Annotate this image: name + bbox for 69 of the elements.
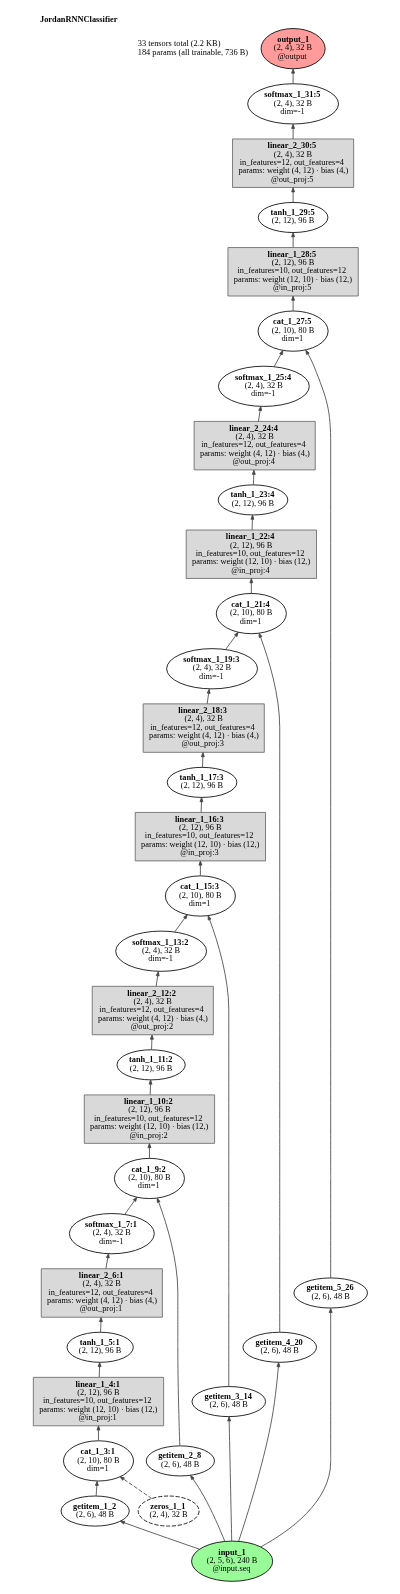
arrow <box>290 187 295 203</box>
node-ellipse: zeros_1_1 (2, 4), 32 B <box>137 1495 199 1527</box>
node-box: linear_1_28:5 (2, 12), 96 B in_features=10, out_features=12 params: weight (12, 10) · bias (12,) @in_proj:5 <box>227 247 359 297</box>
arrow <box>290 232 295 248</box>
arrow <box>149 1034 154 1051</box>
node-ellipse: tanh_1_5:1 (2, 12), 96 B <box>66 1331 134 1363</box>
arrow <box>258 632 280 1333</box>
node-box: linear_1_16:3 (2, 12), 96 B in_features=10, out_features=12 params: weight (12, 10) · bias (12,) @in_proj:3 <box>134 812 266 862</box>
node-ellipse: cat_1_15:3 (2, 10), 80 B dim=1 <box>164 875 236 917</box>
arrow <box>273 350 283 367</box>
arrow <box>237 1362 280 1542</box>
node-box: linear_2_6:1 (2, 4), 32 B in_features=12, out_features=4 params: weight (4, 12) · bias (4,) @out_proj:1 <box>40 1268 163 1318</box>
arrow <box>119 1476 152 1499</box>
arrow <box>198 860 202 877</box>
node-ellipse: tanh_1_17:3 (2, 12), 96 B <box>166 766 237 798</box>
node-ellipse: output_1 (2, 4), 32 B @output <box>260 28 326 70</box>
node-box: linear_2_18:3 (2, 4), 32 B in_features=12, out_features=4 params: weight (4, 12) · bias (4,) @out_proj:3 <box>142 703 265 753</box>
arrow <box>156 1197 180 1446</box>
node-box: linear_2_24:4 (2, 4), 32 B in_features=12, out_features=4 params: weight (4, 12) · bias (4,) @out_proj:4 <box>193 421 316 471</box>
arrow <box>290 295 295 312</box>
arrow <box>199 797 203 813</box>
arrow <box>200 752 205 768</box>
node-ellipse: softmax_1_31:5 (2, 4), 32 B dim=-1 <box>246 83 339 125</box>
arrow <box>226 1416 232 1542</box>
arrow <box>119 1520 200 1550</box>
node-ellipse: getitem_3_14 (2, 6), 48 B <box>191 1386 266 1417</box>
arrow <box>248 578 253 594</box>
arrow <box>250 514 254 531</box>
arrow <box>155 971 160 987</box>
arrow <box>148 1079 152 1096</box>
arrow <box>304 349 331 1279</box>
node-ellipse: softmax_1_7:1 (2, 4), 32 B dim=-1 <box>68 1213 155 1255</box>
arrow <box>94 1480 99 1497</box>
arrow <box>97 1362 101 1378</box>
label: 184 params (all trainable, 736 B) <box>137 48 248 58</box>
node-ellipse: tanh_1_11:2 (2, 12), 96 B <box>116 1049 186 1081</box>
node-box: linear_2_12:2 (2, 4), 32 B in_features=12, out_features=4 params: weight (4, 12) · bias (4,) @out_proj:2 <box>91 985 214 1036</box>
arrow <box>105 1253 110 1270</box>
arrow <box>189 1474 225 1542</box>
node-ellipse: getitem_2_8 (2, 6), 48 B <box>145 1445 215 1477</box>
arrow <box>259 1307 333 1548</box>
node-ellipse: cat_1_9:2 (2, 10), 80 B dim=1 <box>113 1157 185 1199</box>
node-ellipse: input_1 (2, 5, 6), 240 B @input.seq <box>190 1540 273 1582</box>
node-ellipse: softmax_1_13:2 (2, 4), 32 B dim=-1 <box>114 930 207 972</box>
arrow <box>96 1425 100 1441</box>
node-ellipse: tanh_1_23:4 (2, 12), 96 B <box>217 484 288 516</box>
node-ellipse: softmax_1_19:3 (2, 4), 32 B dim=-1 <box>165 648 258 690</box>
node-box: linear_1_4:1 (2, 12), 96 B in_features=10, out_features=12 params: weight (12, 10) · bias (12,) @in_proj:1 <box>32 1376 164 1427</box>
node-ellipse: tanh_1_29:5 (2, 12), 96 B <box>257 202 328 233</box>
node-box: linear_2_30:5 (2, 4), 32 B in_features=12, out_features=4 params: weight (4, 12) · bias (4,) @out_proj:5 <box>231 138 354 188</box>
node-ellipse: softmax_1_25:4 (2, 4), 32 B dim=-1 <box>217 365 310 407</box>
arrow <box>290 68 295 85</box>
node-ellipse: getitem_4_20 (2, 6), 48 B <box>242 1331 317 1363</box>
arrow <box>173 914 188 933</box>
arrow <box>290 123 295 140</box>
arrow <box>257 405 262 422</box>
diagram-title: JordanRNNClassifier <box>39 14 117 24</box>
node-box: linear_1_10:2 (2, 12), 96 B in_features=10, out_features=12 params: weight (12, 10) · bias (12,) @in_proj:2 <box>83 1094 215 1144</box>
arrow <box>251 469 256 486</box>
arrow <box>98 1317 103 1333</box>
arrow <box>207 915 229 1387</box>
label: 33 tensors total (2.2 KB) <box>137 39 220 49</box>
node-ellipse: cat_1_27:5 (2, 10), 80 B dim=1 <box>257 310 329 352</box>
arrow <box>147 1143 151 1159</box>
arrow <box>224 631 239 650</box>
node-ellipse: getitem_5_26 (2, 6), 48 B <box>292 1277 368 1309</box>
arrow <box>206 688 210 705</box>
arrow <box>123 1196 137 1215</box>
node-box: linear_1_22:4 (2, 12), 96 B in_features=10, out_features=12 params: weight (12, 10) · bias (12,) @in_proj:4 <box>185 529 317 579</box>
